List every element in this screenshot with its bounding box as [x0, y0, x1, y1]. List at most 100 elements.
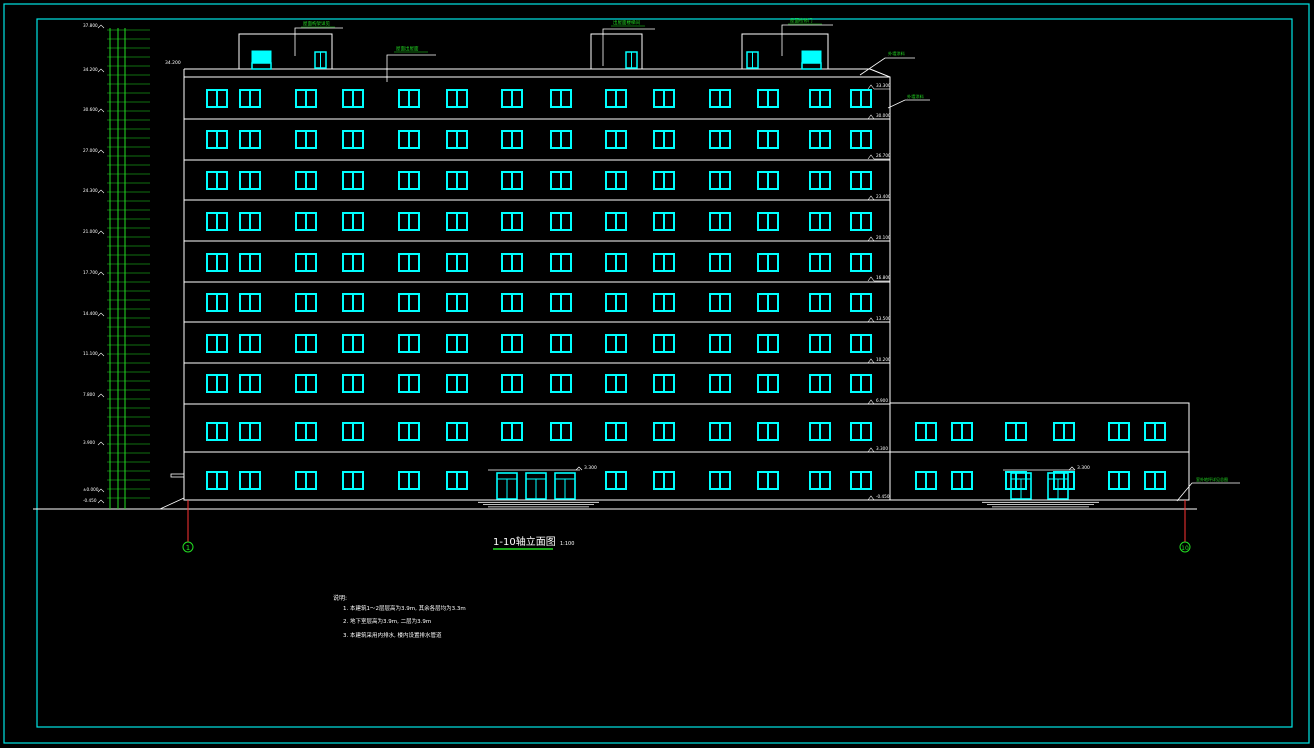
window: [206, 171, 228, 190]
window: [398, 89, 420, 108]
window: [398, 171, 420, 190]
window: [1144, 471, 1166, 490]
window: [398, 334, 420, 353]
window: [850, 471, 872, 490]
window: [239, 212, 261, 231]
window: [206, 374, 228, 393]
window: [809, 212, 831, 231]
window: [850, 212, 872, 231]
window: [809, 293, 831, 312]
window: [239, 171, 261, 190]
axis-marker-right: [1179, 541, 1191, 553]
window: [446, 334, 468, 353]
window: [605, 334, 627, 353]
window: [239, 253, 261, 272]
outer-frame: [3, 3, 1310, 744]
note-item: 1. 本建筑1～2层层高为3.9m, 其余各层均为3.3m: [343, 604, 466, 612]
window: [239, 130, 261, 149]
left-level-label: 14.400: [83, 311, 98, 316]
window: [809, 253, 831, 272]
window: [550, 293, 572, 312]
window: [757, 293, 779, 312]
building-elevation: 屋面构架详见屋面出屋面出屋面楼梯间屋面检修门外墙涂料外墙涂料室外地坪详见总图34…: [33, 17, 1240, 510]
window: [295, 293, 317, 312]
window: [206, 471, 228, 490]
window: [709, 171, 731, 190]
left-level-label: 34.200: [83, 67, 98, 72]
drawing-title: 1-10轴立面图: [493, 535, 556, 548]
window: [206, 212, 228, 231]
window: [295, 334, 317, 353]
window: [398, 293, 420, 312]
window: [709, 471, 731, 490]
right-level-markers: 33.30030.00026.70023.40020.10016.80013.5…: [867, 83, 891, 501]
window: [295, 130, 317, 149]
right-level-label: 30.000: [876, 113, 891, 118]
left-level-label: 27.000: [83, 148, 98, 153]
side-leader-label-2: 外墙涂料: [907, 93, 925, 100]
window: [605, 130, 627, 149]
right-level-label: 13.500: [876, 316, 891, 321]
right-level-label: 6.900: [876, 398, 888, 403]
window: [850, 374, 872, 393]
window: [398, 471, 420, 490]
window: [550, 171, 572, 190]
window: [809, 334, 831, 353]
left-level-label: 30.600: [83, 107, 98, 112]
roof-leader-label: 屋面检修门: [790, 17, 813, 24]
window: [653, 253, 675, 272]
window: [653, 334, 675, 353]
window: [653, 130, 675, 149]
window: [850, 171, 872, 190]
right-level-label: -0.450: [876, 494, 890, 499]
ground-leader-label: 室外地坪详见总图: [1196, 476, 1228, 482]
right-level-label: 3.300: [876, 446, 888, 451]
window: [342, 171, 364, 190]
window: [850, 334, 872, 353]
window: [501, 212, 523, 231]
entrance-door: [1010, 472, 1032, 500]
window: [239, 471, 261, 490]
window: [809, 130, 831, 149]
window: [295, 89, 317, 108]
window: [757, 89, 779, 108]
window: [295, 422, 317, 441]
window: [501, 374, 523, 393]
window: [757, 422, 779, 441]
entrance-door: [554, 472, 576, 500]
window: [709, 130, 731, 149]
window: [501, 334, 523, 353]
window: [501, 253, 523, 272]
right-level-label: 10.200: [876, 357, 891, 362]
window: [206, 253, 228, 272]
window: [1005, 471, 1027, 490]
window: [342, 293, 364, 312]
window: [809, 471, 831, 490]
window: [342, 253, 364, 272]
window: [653, 471, 675, 490]
axis-marker-left: [182, 541, 194, 553]
window: [951, 422, 973, 441]
right-level-label: 16.800: [876, 275, 891, 280]
right-level-label: 26.700: [876, 153, 891, 158]
window: [757, 171, 779, 190]
window: [398, 422, 420, 441]
note-item: 3. 本建筑采用内排水, 楼内设置排水管道: [343, 631, 442, 639]
window: [446, 422, 468, 441]
window: [850, 293, 872, 312]
window: [653, 422, 675, 441]
window: [446, 374, 468, 393]
window: [605, 422, 627, 441]
window: [709, 374, 731, 393]
roof-structure: [590, 33, 643, 70]
drawing-scale: 1:100: [560, 541, 574, 547]
notes-heading: 说明:: [333, 594, 347, 602]
window: [550, 89, 572, 108]
roof-leader-label: 出屋面楼梯间: [613, 19, 640, 26]
window: [550, 334, 572, 353]
right-level-label: 20.100: [876, 235, 891, 240]
window: [206, 130, 228, 149]
left-level-label: 7.800: [83, 392, 95, 397]
left-level-label: -0.450: [83, 498, 97, 503]
window: [850, 253, 872, 272]
